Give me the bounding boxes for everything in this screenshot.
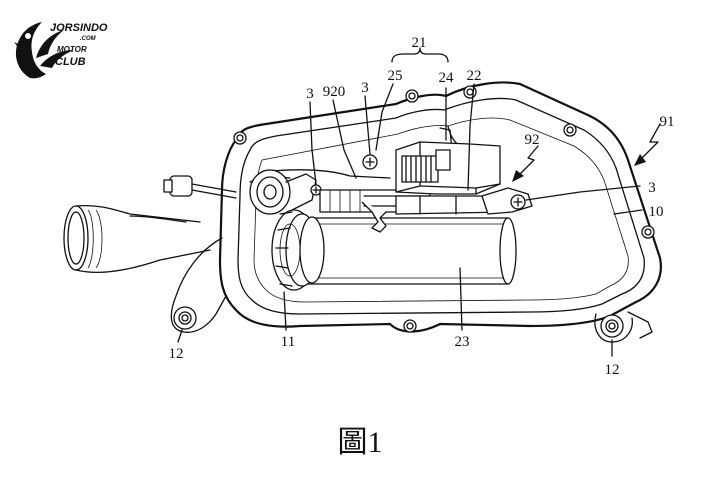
housing-flange [237,97,645,315]
throttle-body-drawing: 21 25 24 22 920 3 3 3 91 92 10 11 12 12 … [63,35,675,378]
leader-lines [177,47,661,357]
label-10: 10 [649,204,664,220]
label-91: 91 [660,114,675,130]
leader-12a [177,329,183,343]
logo-motor-text: MOTOR [57,45,87,54]
arrow-92 [517,145,539,177]
label-3-right: 3 [648,180,656,196]
leader-3a [309,101,317,185]
main-cylinder [305,217,517,285]
wing-emblem-icon [14,22,74,79]
jorsindo-logo: JORSINDO .COM MOTOR CLUB [14,22,108,79]
label-23: 23 [455,334,470,350]
figure-caption: 圖1 [338,426,383,459]
leader-25 [375,83,394,151]
reference-labels: 21 25 24 22 920 3 3 3 91 92 10 11 12 12 … [169,35,675,378]
label-12-right: 12 [605,362,620,378]
logo-brand-text: JORSINDO [50,22,108,34]
right-bracket [481,187,533,215]
label-3-middle: 3 [361,80,369,96]
housing-inner-wall [253,117,629,303]
sensor-connector [163,175,237,199]
actuator-box [395,141,501,195]
label-3-left: 3 [306,86,314,102]
brace-21 [391,47,449,63]
leader-10 [613,209,643,215]
bellows-cap [271,209,325,291]
linkage-screw [362,154,378,170]
leader-23 [459,267,463,331]
leader-3b [364,95,371,155]
left-pivot-bracket [249,169,322,215]
leader-920 [332,99,357,179]
leader-11 [283,291,287,331]
leader-22 [467,83,475,191]
label-22: 22 [467,68,482,84]
label-24: 24 [439,70,455,86]
label-920: 920 [323,84,346,100]
logo-com-text: .COM [80,36,97,42]
label-25: 25 [388,68,403,84]
label-21: 21 [412,35,427,51]
left-mounting-ear [170,237,227,333]
label-92: 92 [525,132,540,148]
intake-hose [63,204,211,274]
label-11: 11 [281,334,295,350]
right-mounting-ear [594,311,653,343]
arrow-91 [639,123,661,161]
leader-3c [525,185,641,201]
label-12-left: 12 [169,346,184,362]
logo-club-text: CLUB [55,56,86,68]
